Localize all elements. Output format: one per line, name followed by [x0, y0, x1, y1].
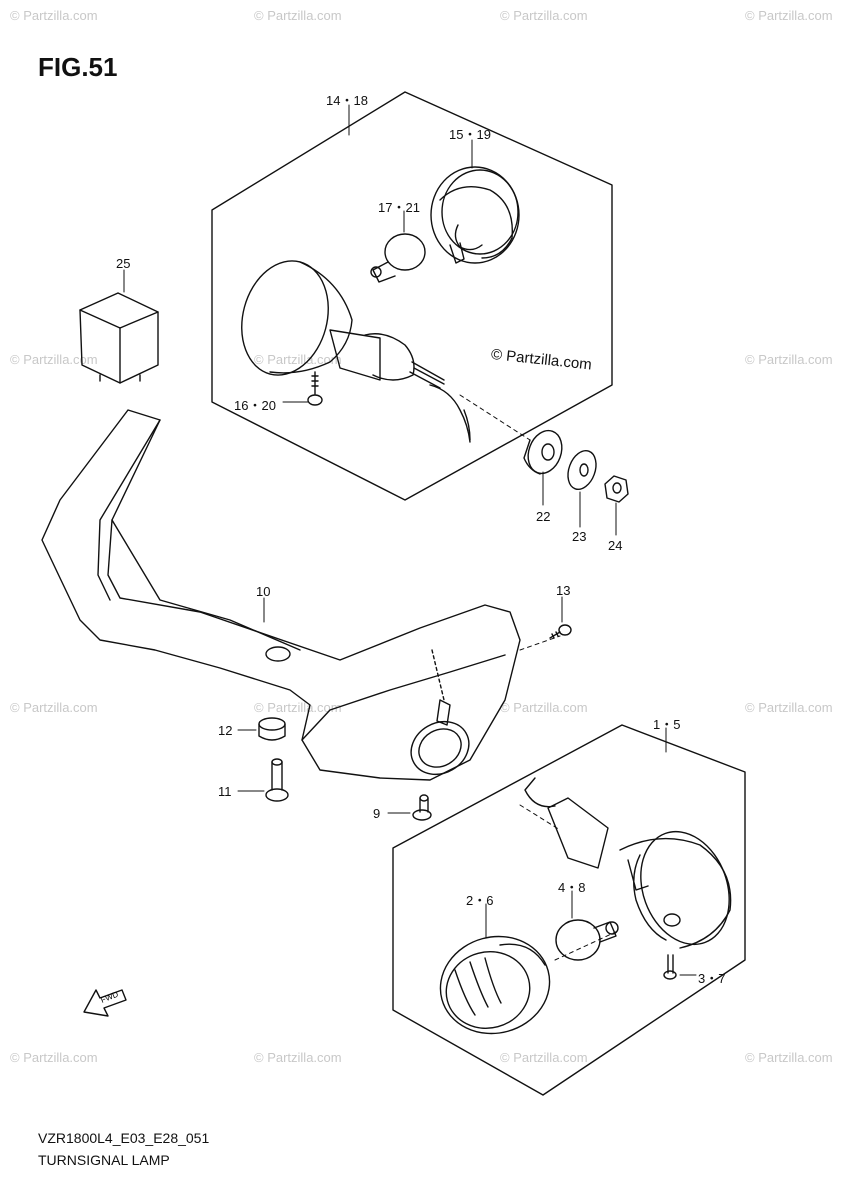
watermark: © Partzilla.com [10, 700, 98, 715]
watermark: © Partzilla.com [745, 352, 833, 367]
leader-lines [123, 104, 697, 976]
figure-title: FIG.51 [38, 52, 118, 82]
callout-24: 24 [608, 538, 623, 553]
watermark: © Partzilla.com [745, 8, 833, 23]
watermark: © Partzilla.com [254, 352, 342, 367]
watermark: © Partzilla.com [500, 1050, 588, 1065]
assembly-box-upper [211, 91, 613, 501]
watermark: © Partzilla.com [254, 1050, 342, 1065]
model-code: VZR1800L4_E03_E28_051 [38, 1130, 210, 1146]
lower-lens-part [439, 935, 551, 1035]
callout-3-7: 3・7 [698, 971, 726, 986]
callout-17-21: 17・21 [378, 200, 420, 215]
watermark: © Partzilla.com [500, 8, 588, 23]
diagram-name: TURNSIGNAL LAMP [38, 1152, 170, 1168]
upper-lens-part [430, 166, 520, 264]
watermark: © Partzilla.com [10, 1050, 98, 1065]
callout-4-8: 4・8 [558, 880, 586, 895]
watermark: © Partzilla.com [10, 8, 98, 23]
callout-15-19: 15・19 [449, 127, 491, 142]
callout-14-18: 14・18 [326, 93, 368, 108]
callout-2-6: 2・6 [466, 893, 494, 908]
bolt-part-11 [265, 758, 289, 802]
callout-1-5: 1・5 [653, 717, 681, 732]
upper-lamp-housing [241, 260, 471, 443]
relay-part [79, 292, 159, 384]
assembly-box-lower [392, 724, 746, 1096]
nut-part [604, 475, 629, 503]
upper-screw-part [307, 371, 323, 406]
watermark: © Partzilla.com [10, 352, 98, 367]
cushion-part [258, 717, 286, 741]
lower-screw-part [663, 954, 677, 980]
callout-11: 11 [218, 784, 232, 799]
lower-lamp-housing [524, 777, 732, 949]
watermark: © Partzilla.com [254, 8, 342, 23]
fwd-label: FWD [99, 990, 119, 1005]
callout-23: 23 [572, 529, 587, 544]
callout-10: 10 [256, 584, 271, 599]
watermark: © Partzilla.com [745, 700, 833, 715]
callout-12: 12 [218, 723, 233, 738]
watermark: © Partzilla.com [500, 700, 588, 715]
callout-13: 13 [556, 583, 571, 598]
washer-part [567, 449, 597, 491]
bracket-part [41, 409, 521, 781]
grommet-part [523, 429, 563, 475]
upper-bulb-part [370, 233, 426, 283]
bracket-screw-part [549, 624, 572, 639]
bolt-part-9 [412, 794, 432, 821]
watermark: © Partzilla.com [745, 1050, 833, 1065]
callout-22: 22 [536, 509, 551, 524]
fwd-arrow-icon [83, 989, 127, 1017]
lower-bulb-part [555, 919, 619, 961]
watermark: © Partzilla.com [254, 700, 342, 715]
callout-25: 25 [116, 256, 131, 271]
callout-16-20: 16・20 [234, 398, 276, 413]
callout-9: 9 [373, 806, 381, 821]
